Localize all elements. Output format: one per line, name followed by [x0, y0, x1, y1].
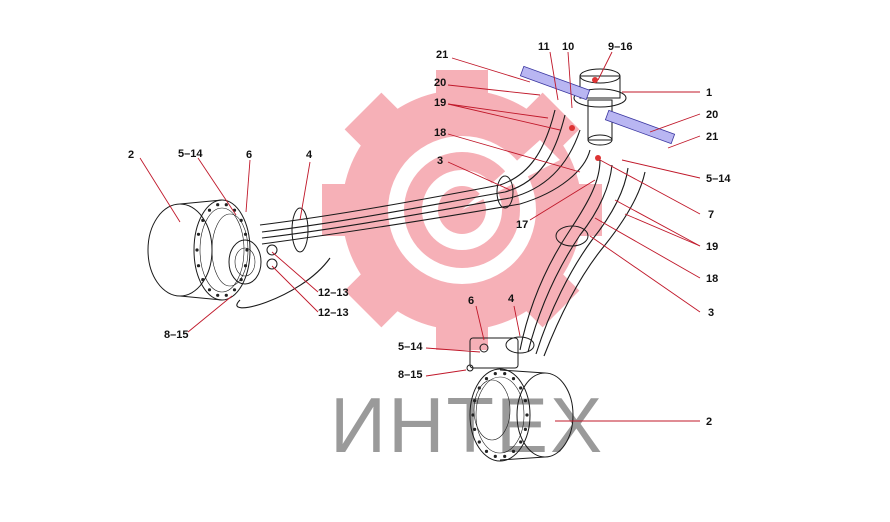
label-11: 11 — [538, 41, 550, 53]
label-8-15: 8–15 — [164, 329, 188, 341]
flange-bolt — [493, 372, 497, 376]
flange-bolt — [511, 377, 516, 381]
flange-bolt — [523, 399, 528, 403]
label-1: 1 — [706, 87, 712, 99]
gear-tooth — [344, 262, 410, 328]
gear-tooth — [344, 92, 410, 158]
label-20: 20 — [706, 109, 718, 121]
label-3: 3 — [437, 155, 443, 167]
flange-bolt — [503, 372, 507, 376]
label-21: 21 — [436, 49, 448, 61]
flange-bolt — [201, 218, 205, 222]
flange-bolt — [243, 232, 248, 236]
label-17: 17 — [516, 219, 528, 231]
label-19: 19 — [706, 241, 718, 253]
label-20: 20 — [434, 77, 446, 89]
leader-lines — [139, 51, 701, 422]
gear-tooth — [436, 70, 488, 110]
hydraulic-hoses — [236, 109, 646, 372]
label-4: 4 — [306, 149, 313, 161]
label-5-14: 5–14 — [706, 173, 731, 185]
flange-bolt — [207, 208, 212, 212]
flange-bolt — [207, 288, 212, 292]
label-8-15: 8–15 — [398, 369, 422, 381]
flange-bolt — [239, 278, 243, 282]
gear-tooth — [436, 310, 488, 350]
flange-bolt — [216, 293, 220, 297]
flange-bolt — [239, 218, 243, 222]
flange-bolt — [473, 427, 477, 431]
label-21: 21 — [706, 131, 718, 143]
flange-bolt — [196, 232, 201, 236]
label-12-13: 12–13 — [318, 287, 349, 299]
label-10: 10 — [562, 41, 574, 53]
label-18: 18 — [434, 127, 446, 139]
flange-bolt — [232, 288, 237, 292]
label-2: 2 — [706, 416, 712, 428]
flange-bolt — [484, 449, 489, 453]
right-wheel-motor — [469, 337, 574, 462]
label-4: 4 — [508, 293, 515, 305]
flange-bolt — [216, 203, 220, 207]
label-9-16: 9–16 — [608, 41, 632, 53]
flange-bolt — [224, 203, 228, 207]
label-19: 19 — [434, 97, 446, 109]
part-labels: 21 11 10 9–16 1 20 19 18 3 20 21 5–14 7 … — [128, 41, 731, 428]
label-5-14: 5–14 — [398, 341, 423, 353]
label-6: 6 — [468, 295, 474, 307]
flange-bolt — [523, 427, 528, 431]
flange-bolt — [503, 454, 507, 458]
flange-bolt — [224, 293, 228, 297]
flange-bolt — [201, 278, 205, 282]
flange-bolt — [477, 440, 481, 444]
flange-bolt — [245, 248, 249, 252]
flange-bolt — [196, 264, 201, 268]
flange-bolt — [525, 413, 529, 417]
label-6: 6 — [246, 149, 252, 161]
watermark-text: ИНТЕХ — [330, 381, 604, 469]
flange-bolt — [493, 454, 497, 458]
flange-bolt — [243, 264, 248, 268]
flange-bolt — [519, 440, 523, 444]
label-5-14: 5–14 — [178, 148, 203, 160]
label-12-13: 12–13 — [318, 307, 349, 319]
fittings — [266, 244, 489, 372]
left-wheel-motor — [147, 199, 262, 301]
flange-bolt — [484, 377, 489, 381]
label-7: 7 — [708, 209, 714, 221]
flange-bolt — [195, 248, 199, 252]
label-2: 2 — [128, 149, 134, 161]
flange-bolt — [471, 413, 475, 417]
flange-bolt — [473, 399, 477, 403]
gear-tooth — [514, 92, 580, 158]
flange-bolt — [519, 386, 523, 390]
flange-bolt — [511, 449, 516, 453]
gear-tooth — [322, 184, 362, 236]
label-18: 18 — [706, 273, 718, 285]
flange-bolt — [477, 386, 481, 390]
label-3: 3 — [708, 307, 714, 319]
